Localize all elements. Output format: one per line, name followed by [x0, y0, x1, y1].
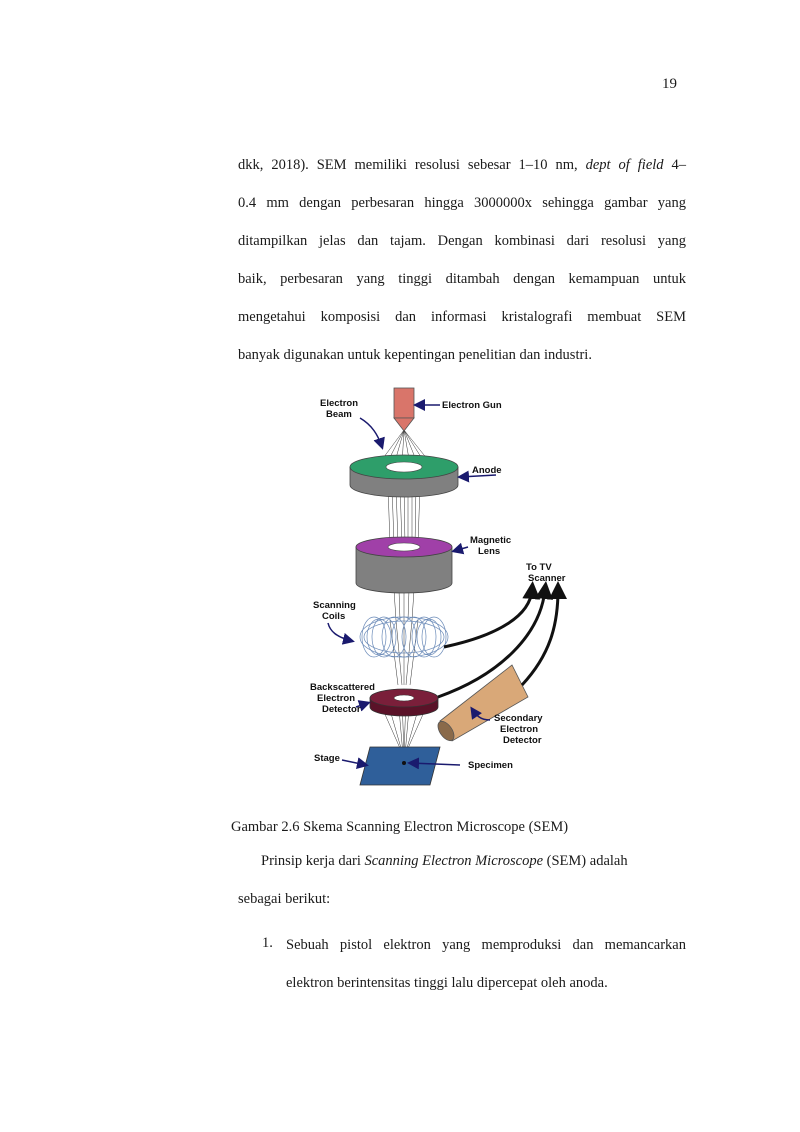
list-line: Sebuah pistol elektron yang memproduksi … — [286, 937, 686, 953]
body-paragraph-1: dkk, 2018). SEM memiliki resolusi sebesa… — [238, 155, 686, 383]
paragraph-line: dkk, 2018). SEM memiliki resolusi sebesa… — [238, 155, 686, 193]
text-run: (SEM) adalah — [543, 853, 628, 869]
paragraph-line: sebagai berikut: — [238, 891, 331, 907]
paragraph-line: mengetahui komposisi dan informasi krist… — [238, 309, 686, 325]
stage — [359, 746, 441, 786]
label-electron-gun: Electron Gun — [442, 400, 502, 411]
figure-caption: Gambar 2.6 Skema Scanning Electron Micro… — [231, 819, 569, 835]
label-electron-beam: Electron — [320, 398, 358, 409]
scanning-coils — [359, 616, 449, 658]
secondary-detector — [437, 664, 529, 742]
label-specimen: Specimen — [468, 760, 513, 771]
italic-term: dept of field — [585, 157, 664, 173]
label-anode: Anode — [472, 465, 502, 476]
paragraph-line: 0.4 mm dengan perbesaran hingga 3000000x… — [238, 195, 686, 211]
label-backscattered-detector: Electron — [317, 693, 355, 704]
label-secondary-detector: Secondary — [494, 713, 543, 724]
label-magnetic-lens: Lens — [478, 546, 500, 557]
list-number: 1. — [262, 935, 273, 951]
pointer-arrows — [327, 399, 497, 770]
label-to-tv-scanner: To TV — [526, 562, 552, 573]
label-stage: Stage — [314, 753, 340, 764]
paragraph-line: baik, perbesaran yang tinggi ditambah de… — [238, 271, 686, 287]
label-to-tv-scanner: Scanner — [528, 573, 566, 584]
list-item-text: Sebuah pistol elektron yang memproduksi … — [286, 935, 686, 1011]
paragraph-line: ditampilkan jelas dan tajam. Dengan komb… — [238, 233, 686, 249]
label-backscattered-detector: Backscattered — [310, 682, 375, 693]
anode-ring — [349, 454, 459, 498]
list-line: elektron berintensitas tinggi lalu diper… — [286, 975, 608, 991]
label-magnetic-lens: Magnetic — [470, 535, 511, 546]
page-number: 19 — [662, 76, 677, 92]
magnetic-lens — [355, 536, 453, 594]
text-run: dkk, 2018). SEM memiliki resolusi sebesa… — [238, 157, 586, 173]
backscattered-detector — [369, 688, 439, 717]
body-paragraph-2: Prinsip kerja dari Scanning Electron Mic… — [238, 851, 686, 927]
label-electron-beam: Beam — [326, 409, 352, 420]
paragraph-line: banyak digunakan untuk kepentingan penel… — [238, 347, 592, 363]
text-run: 4– — [663, 157, 687, 173]
figure-labels: Electron Beam Electron Gun Anode Magneti… — [310, 398, 566, 771]
label-scanning-coils: Coils — [322, 611, 345, 622]
signal-arrows — [437, 581, 567, 699]
electron-gun — [393, 387, 415, 432]
label-backscattered-detector: Detector — [322, 704, 361, 715]
sem-schematic-figure: Electron Beam Electron Gun Anode Magneti… — [310, 387, 567, 786]
text-run: Prinsip kerja dari — [261, 853, 365, 869]
label-scanning-coils: Scanning — [313, 600, 356, 611]
label-secondary-detector: Electron — [500, 724, 538, 735]
italic-term: Scanning Electron Microscope — [364, 853, 544, 869]
label-secondary-detector: Detector — [503, 735, 542, 746]
paragraph-line: Prinsip kerja dari Scanning Electron Mic… — [238, 851, 686, 889]
